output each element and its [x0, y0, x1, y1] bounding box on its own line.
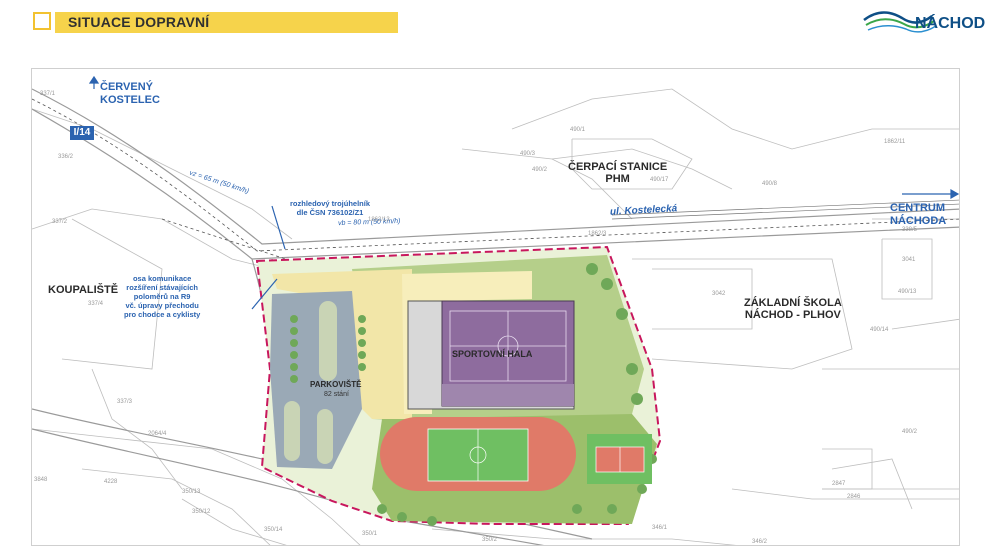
- parcel-label: 350/14: [264, 527, 283, 533]
- field-lines: [469, 429, 487, 481]
- parcel-label: 346/1: [652, 525, 668, 531]
- parcel-label: 490/3: [520, 151, 536, 157]
- parcel-lines: [32, 88, 959, 545]
- parcel-label: 490/17: [650, 177, 669, 183]
- parcel-label: 346/2: [752, 539, 768, 545]
- label-parkoviste-count: 82 stání: [324, 391, 349, 398]
- label-cerpaci-stanice: ČERPACÍ STANICE PHM: [568, 161, 667, 185]
- parcel-label: 490/2: [532, 167, 548, 173]
- parcel-label: 338/5: [902, 227, 918, 233]
- parking-islands: [284, 301, 337, 464]
- axis-note: osa komunikace rozšíření stávajících pol…: [124, 274, 200, 319]
- road-number-badge: I/14: [70, 126, 94, 140]
- parcel-label: 3848: [34, 477, 48, 483]
- parcel-label: 337/3: [117, 399, 133, 405]
- parcel-label: 350/1: [362, 531, 378, 537]
- sight-note-line2: dle ČSN 736102/Z1: [296, 208, 364, 217]
- page-title: SITUACE DOPRAVNÍ: [68, 14, 210, 30]
- parcel-label: 490/1: [570, 127, 586, 133]
- header-title-bar: [55, 12, 398, 33]
- parcel-label: 1862/3: [588, 231, 607, 237]
- parcel-label: 490/13: [898, 289, 917, 295]
- destination-centrum-line2: NÁCHODA: [890, 215, 947, 227]
- parcel-label: 490/2: [902, 429, 918, 435]
- nachod-logo-icon: [863, 11, 937, 33]
- parcel-label: 2846: [847, 494, 861, 500]
- parcel-label: 336/2: [58, 154, 74, 160]
- destination-cerveny-line1: ČERVENÝ: [100, 81, 153, 93]
- label-koupaliste: KOUPALIŠTĚ: [48, 284, 119, 296]
- parcel-label: 2847: [832, 481, 846, 487]
- parcel-label: 490/14: [870, 327, 889, 333]
- axis-note-line2: rozšíření stávajících: [126, 283, 198, 292]
- parcel-label: 3042: [712, 291, 726, 297]
- label-zakladni-skola: ZÁKLADNÍ ŠKOLA NÁCHOD - PLHOV: [744, 297, 842, 321]
- parcel-label: 337/1: [40, 91, 56, 97]
- parcel-label: 1862/11: [884, 139, 906, 145]
- site-plan-map: I/14 ČERVENÝ KOSTELEC CENTRUM NÁCHODA ul…: [31, 68, 960, 546]
- parcel-label: 3041: [902, 257, 916, 263]
- parcel-label: 350/2: [482, 537, 498, 543]
- parcel-label: 490/8: [762, 181, 778, 187]
- label-cerpaci-line1: ČERPACÍ STANICE: [568, 161, 668, 173]
- logo-text: NÁCHOD: [915, 15, 986, 32]
- parcel-label: 337/2: [52, 219, 68, 225]
- parcel-label: 1862/13: [368, 217, 390, 223]
- destination-cerveny-line2: KOSTELEC: [100, 94, 160, 106]
- sight-triangle-note: rozhledový trojúhelník dle ČSN 736102/Z1: [290, 199, 370, 217]
- parcel-label: 350/12: [192, 509, 211, 515]
- hall-stands: [442, 384, 574, 406]
- parcel-label: 337/4: [88, 301, 104, 307]
- hall-court-lines: [449, 310, 567, 382]
- axis-note-line5: pro chodce a cyklisty: [124, 310, 201, 319]
- axis-note-line3: poloměrů na R9: [133, 292, 191, 301]
- parcel-label: 2064/4: [148, 431, 167, 437]
- header-square-marker: [33, 12, 51, 30]
- destination-centrum-line1: CENTRUM: [890, 202, 945, 214]
- label-skola-line2: NÁCHOD - PLHOV: [744, 309, 841, 321]
- road-centerlines: [32, 98, 959, 275]
- axis-note-line1: osa komunikace: [132, 274, 192, 283]
- direction-arrows: [88, 75, 959, 310]
- rail-track: [611, 199, 959, 220]
- axis-note-line4: vč. úpravy přechodu: [125, 301, 199, 310]
- label-parkoviste: PARKOVIŠTĚ: [310, 380, 362, 389]
- label-skola-line1: ZÁKLADNÍ ŠKOLA: [744, 297, 842, 309]
- parcel-label: 350/13: [182, 489, 201, 495]
- label-cerpaci-line2: PHM: [605, 173, 630, 185]
- sight-note-line1: rozhledový trojúhelník: [290, 199, 371, 208]
- parcel-label: 4228: [104, 479, 118, 485]
- site-plan-drawing: [32, 75, 959, 545]
- label-sportovni-hala: SPORTOVNÍ HALA: [452, 349, 533, 359]
